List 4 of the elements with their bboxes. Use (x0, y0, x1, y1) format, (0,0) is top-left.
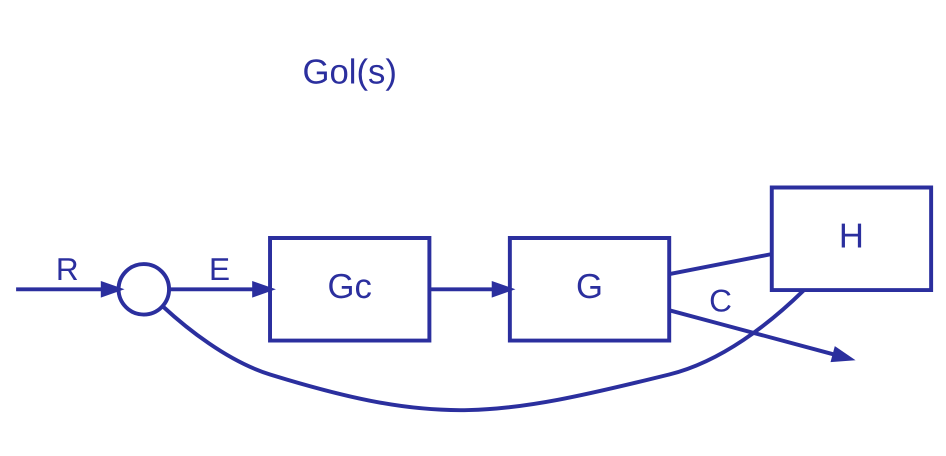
label: Gol(s) (302, 53, 397, 92)
edge-label: E (209, 250, 230, 286)
edge-label: R (56, 250, 79, 286)
edge-label: C (709, 282, 732, 318)
